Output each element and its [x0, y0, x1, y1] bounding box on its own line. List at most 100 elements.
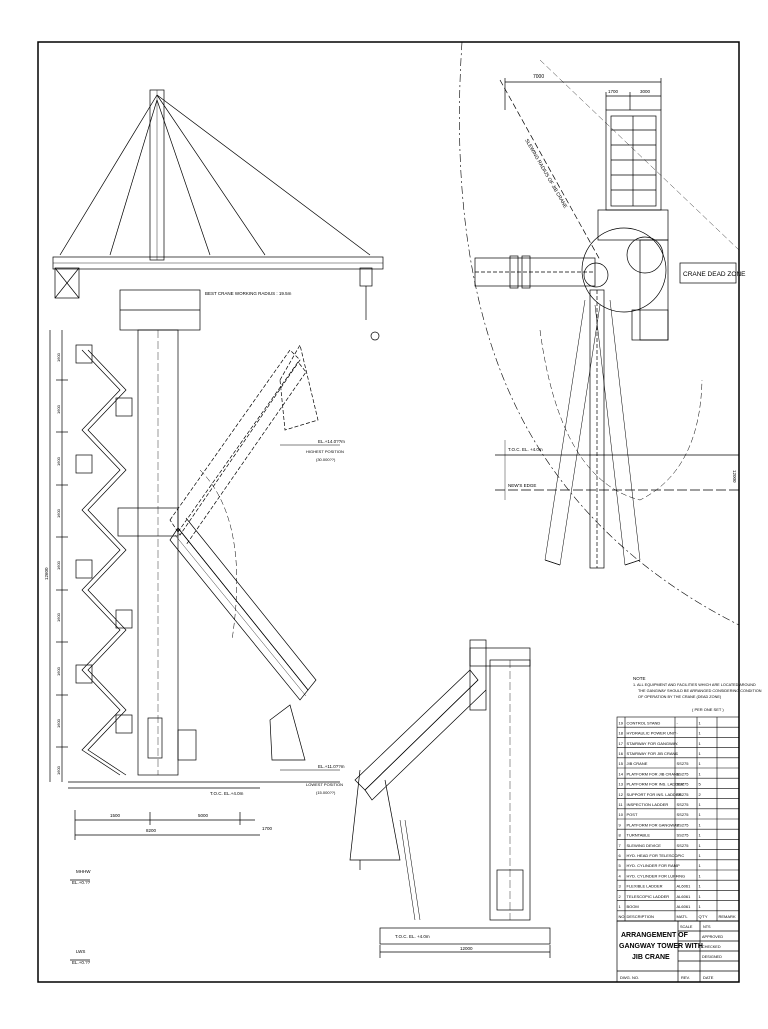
table-cell: 1 [699, 884, 702, 889]
table-cell: SS275 [677, 761, 690, 766]
dim-side-1: 1600 [56, 404, 61, 414]
table-cell: 18 [619, 731, 624, 736]
level-upper-sub: HIGHEST POSITION [306, 449, 344, 454]
table-cell: 8 [619, 833, 622, 838]
left-elevation-labels: BEST CRANE WORKING RADIUS : 19.5m EL.+14… [44, 291, 345, 965]
table-cell: HYDRAULIC POWER UNIT [627, 731, 677, 736]
table-cell: 1 [619, 904, 622, 909]
title-line-0: ARRANGEMENT OF [621, 932, 689, 939]
table-header-3: Q'TY [699, 914, 708, 919]
per-unit-label: ( PER ONE SET ) [692, 707, 724, 712]
title-block-text: ARRANGEMENT OF GANGWAY TOWER WITH JIB CR… [619, 925, 723, 980]
scale-label: SCALE [680, 925, 693, 929]
table-cell: SLEWING DEVICE [627, 843, 662, 848]
table-cell: 1 [699, 761, 702, 766]
table-cell: TELESCOPIC LADDER [627, 894, 670, 899]
table-cell: 12 [619, 792, 624, 797]
plan-dim-top: 7000 [533, 74, 544, 80]
plan-toc-label: T.O.C. EL. +4.0m [508, 447, 543, 452]
table-cell: 1 [699, 731, 702, 736]
table-cell: HYD. HEAD FOR TELESCOPIC [627, 853, 685, 858]
table-cell: 5 [699, 782, 702, 787]
side-toc: T.O.C. EL. +4.0m [395, 934, 430, 939]
dim-bottom-2: 1700 [262, 826, 273, 831]
plan-edge-label: NEW'S EDGE [508, 483, 536, 488]
legend-b-val: EL.+0.?? [72, 960, 91, 965]
crane-dead-zone-label: CRANE DEAD ZONE [683, 271, 746, 278]
table-cell: PLATFORM FOR GANGWAY [627, 822, 680, 827]
table-cell: 1 [699, 720, 702, 725]
table-header-4: REMARK [719, 914, 736, 919]
rev-label: REV. [681, 975, 690, 980]
table-cell: SUPPORT FOR INS. LADDER [627, 792, 682, 797]
scale-value: NTS [703, 925, 711, 929]
note-heading: NOTE [633, 676, 646, 681]
side-view [349, 639, 551, 958]
title-block [616, 920, 740, 983]
table-cell: 1 [699, 843, 702, 848]
side-view-labels: T.O.C. EL. +4.0m 12000 [395, 934, 473, 951]
table-cell: 16 [619, 751, 624, 756]
plan-view-labels: 7000 1700 3000 SLEWING RADIUS OF JIB CRA… [508, 74, 746, 488]
dim-side-total: 12600 [44, 567, 49, 580]
dim-side-3: 1600 [56, 508, 61, 518]
table-cell: - [677, 731, 679, 736]
table-cell: HYD. CYLINDER FOR LUFFING [627, 873, 686, 878]
table-cell: 11 [619, 802, 624, 807]
date-label: DATE [703, 975, 714, 980]
checked-label: CHECKED [702, 945, 721, 949]
designed-label: DESIGNED [702, 955, 722, 959]
radius-line [499, 79, 601, 261]
table-cell: SS275 [677, 802, 690, 807]
level-lower-sub2: (15.000??) [316, 790, 336, 795]
table-cell: 9 [619, 822, 622, 827]
table-cell: PLATFORM FOR INS. LADDER [627, 782, 684, 787]
dim-side-0: 1600 [56, 352, 61, 362]
table-cell: 1 [699, 802, 702, 807]
table-cell: 2 [699, 792, 702, 797]
table-cell: CONTROL STAND [627, 720, 661, 725]
table-cell: 13 [619, 782, 624, 787]
note-line-2: OF OPERATION BY THE CRANE (DEAD ZONE) [638, 695, 722, 699]
table-cell: 6 [619, 853, 622, 858]
table-cell: STAIRWAY FOR JIB CRANE [627, 751, 679, 756]
dim-bottom-0: 1500 [110, 813, 121, 818]
table-header-2: MAT'L [677, 914, 689, 919]
table-cell: 1 [699, 741, 702, 746]
table-cell: 17 [619, 741, 624, 746]
dim-side-6: 1600 [56, 666, 61, 676]
table-cell: - [677, 863, 679, 868]
table-cell: 14 [619, 771, 624, 776]
table-cell: AL6061 [677, 904, 692, 909]
table-cell: 19 [619, 720, 624, 725]
table-cell: - [677, 720, 679, 725]
table-cell: 1 [699, 873, 702, 878]
title-line-2: JIB CRANE [632, 954, 670, 961]
table-cell: BOOM [627, 904, 639, 909]
table-cell: 7 [619, 843, 622, 848]
table-cell: POST [627, 812, 638, 817]
level-lower-sub: LOWEST POSITION [306, 782, 343, 787]
table-cell: - [677, 873, 679, 878]
jib-note: BEST CRANE WORKING RADIUS : 19.5m [205, 291, 292, 296]
table-cell: TURNTABLE [627, 833, 651, 838]
slewing-radius-arc [459, 41, 740, 626]
dim-side-4: 1600 [56, 560, 61, 570]
left-elevation [49, 89, 384, 961]
table-cell: SS275 [677, 822, 690, 827]
table-cell: AL6061 [677, 894, 692, 899]
dim-side-5: 1600 [56, 612, 61, 622]
plan-dim-top-b: 3000 [640, 89, 651, 94]
plan-view [459, 41, 740, 626]
table-cell: - [677, 853, 679, 858]
approved-label: APPROVED [702, 935, 723, 939]
note-line-1: THE GANGWAY SHOULD BE ARRANGED CONSIDERI… [638, 689, 762, 693]
legend-a: MHHW [76, 869, 91, 874]
table-cell: - [677, 751, 679, 756]
table-cell: 1 [699, 771, 702, 776]
dim-bottom-1: 5000 [198, 813, 209, 818]
dim-total: 8200 [146, 828, 157, 833]
